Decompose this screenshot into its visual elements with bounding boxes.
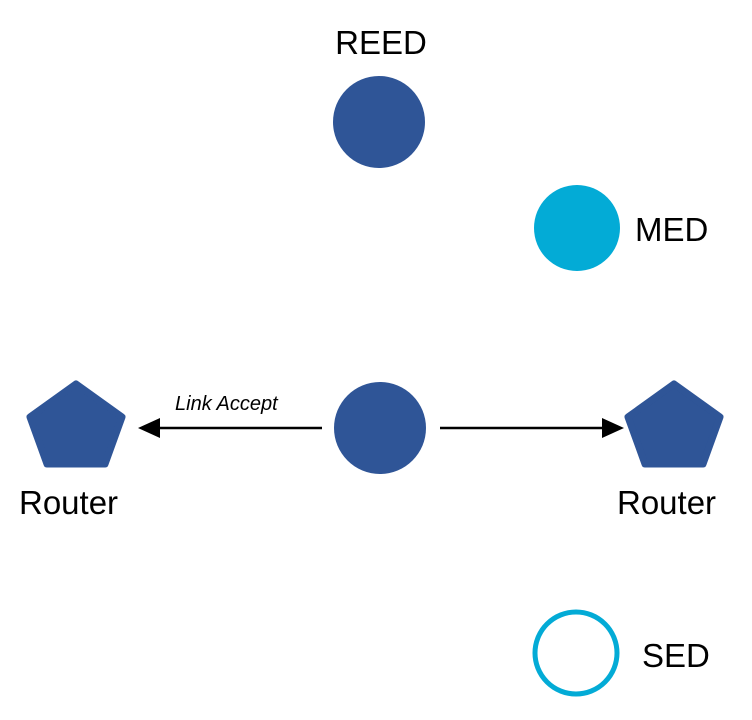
reed-circle-shape[interactable] <box>333 76 425 168</box>
node-sed[interactable]: SED <box>532 609 710 697</box>
node-label-reed: REED <box>335 24 427 61</box>
med-circle-shape[interactable] <box>534 185 620 271</box>
arrow-head-left <box>138 418 160 438</box>
router-right-pentagon-shape[interactable] <box>624 380 724 468</box>
node-router-left[interactable]: Router <box>19 380 126 521</box>
node-reed[interactable]: REED <box>333 24 427 168</box>
leader-circle-shape[interactable] <box>334 382 426 474</box>
node-leader[interactable] <box>334 382 426 474</box>
node-router-right[interactable]: Router <box>617 380 724 521</box>
node-label-router-left: Router <box>19 484 118 521</box>
arrow-head-right <box>602 418 624 438</box>
node-label-med: MED <box>635 211 708 248</box>
router-left-pentagon-shape[interactable] <box>26 380 126 468</box>
node-label-router-right: Router <box>617 484 716 521</box>
sed-circle-shape[interactable] <box>532 609 620 697</box>
node-med[interactable]: MED <box>534 185 708 271</box>
node-label-sed: SED <box>642 637 710 674</box>
edge-label-link-accept: Link Accept <box>175 393 279 415</box>
edge-leader-to-router-right <box>440 418 624 438</box>
edge-leader-to-router-left: Link Accept <box>138 393 322 438</box>
